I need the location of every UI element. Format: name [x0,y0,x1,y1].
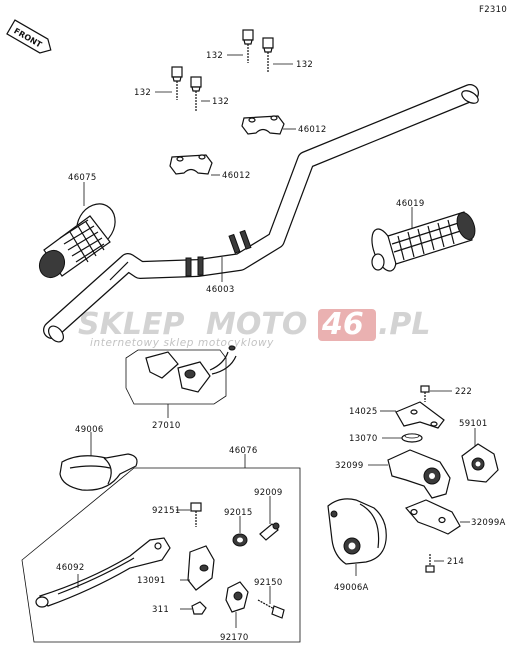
throttle-case-32099 [387,449,451,499]
label-132-b: 132 [296,60,313,70]
label-49006a: 49006A [334,583,369,593]
label-92009: 92009 [254,488,283,498]
watermark-brand-d: .PL [378,307,431,342]
front-arrow-icon: FRONT [6,19,52,54]
throttle-case-32099a [404,499,461,535]
label-32099: 32099 [335,461,364,471]
label-46092: 46092 [56,563,85,573]
clamp-92170 [225,581,249,613]
grip-46019 [371,211,476,272]
screw-214 [425,554,435,573]
bolt-132-b [262,37,274,73]
watermark-brand-b: MOTO [206,307,307,342]
handlebar-46003 [43,84,479,343]
watermark-tagline: internetowy sklep motocyklowy [90,337,274,349]
label-46076: 46076 [229,446,258,456]
label-222: 222 [455,387,472,397]
label-46075: 46075 [68,173,97,183]
lever-assy-box [21,467,301,643]
label-59101: 59101 [459,419,488,429]
label-49006: 49006 [75,425,104,435]
label-46003: 46003 [206,285,235,295]
label-46012-a: 46012 [298,125,327,135]
label-92150: 92150 [254,578,283,588]
lever-holder-13091 [187,545,215,591]
label-32099a: 32099A [471,518,506,528]
watermark: SKLEP MOTO 46 .PL internetowy sklep moto… [78,307,431,349]
label-92170: 92170 [220,633,249,643]
label-132-a: 132 [206,51,223,61]
bolt-92151 [190,502,202,527]
label-46019: 46019 [396,199,425,209]
label-46012-b: 46012 [222,171,251,181]
watermark-brand-c: 46 [321,307,364,342]
label-27010: 27010 [152,421,181,431]
label-13091: 13091 [137,576,166,586]
lever-cover-49006 [59,453,138,491]
nut-311 [191,601,207,615]
clamp-46012-upper [241,115,285,135]
switch-27010 [125,345,237,405]
watermark-brand-a: SKLEP [78,307,184,342]
label-92151: 92151 [152,506,181,516]
housing-59101 [461,443,499,483]
nut-92015 [232,533,248,547]
label-14025: 14025 [349,407,378,417]
label-214: 214 [447,557,464,567]
screw-92009 [259,522,280,541]
cover-49006a [327,498,387,565]
label-92015: 92015 [224,508,253,518]
bolt-132-a [242,29,254,63]
figure-code: F2310 [479,5,507,15]
bolt-92150 [257,599,285,619]
label-132-c: 132 [134,88,151,98]
grip-46075 [38,203,116,279]
brake-lever-46092 [35,537,171,608]
bolt-132-c [171,66,183,100]
clamp-46012-lower [169,154,213,175]
label-13070: 13070 [349,434,378,444]
bolt-132-d [190,76,202,111]
ring-13070 [401,433,423,443]
plate-14025 [395,401,445,429]
label-311: 311 [152,605,169,615]
screw-222 [420,385,430,402]
label-132-d: 132 [212,97,229,107]
